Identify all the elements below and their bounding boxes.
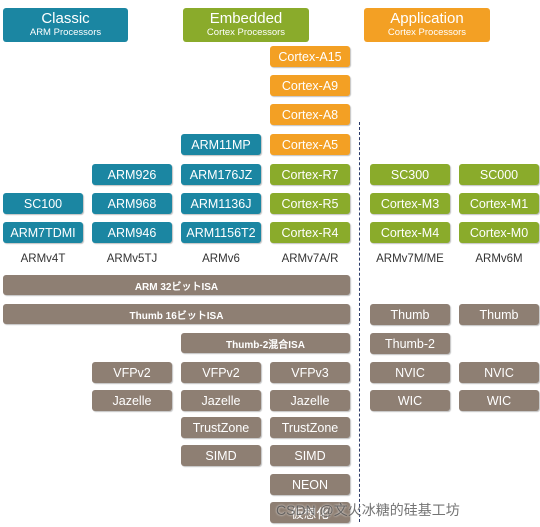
core-cortex-m4: Cortex-M4	[370, 222, 450, 243]
core-arm176jz: ARM176JZ	[181, 164, 261, 185]
arch-label-armv6m: ARMv6M	[475, 253, 523, 265]
core-arm7tdmi: ARM7TDMI	[3, 222, 83, 243]
arch-label-armv7ar: ARMv7A/R	[281, 253, 339, 265]
ext-jazelle-v6: Jazelle	[181, 390, 261, 411]
feature-thumb2-v7m: Thumb-2	[370, 333, 450, 354]
feature-wic-v7m: WIC	[370, 390, 450, 411]
ext-vfpv3-v7a: VFPv3	[270, 362, 350, 383]
isa-bar-thumb16: Thumb 16ビットISA	[3, 304, 350, 324]
watermark: CSDN @文火冰糖的硅基工坊	[276, 502, 460, 518]
application-header: Application Cortex Processors	[364, 8, 490, 42]
classic-header-subtitle: ARM Processors	[29, 27, 102, 38]
ext-simd-v6: SIMD	[181, 445, 261, 466]
ext-vfpv2-v5tj: VFPv2	[92, 362, 172, 383]
classic-header-title: Classic	[41, 10, 90, 27]
core-sc300: SC300	[370, 164, 450, 185]
feature-nvic-v6m: NVIC	[459, 362, 539, 383]
core-arm1136j: ARM1136J	[181, 193, 261, 214]
feature-wic-v6m: WIC	[459, 390, 539, 411]
isa-bar-thumb2-mixed: Thumb-2混合ISA	[181, 333, 350, 353]
dashed-separator	[359, 122, 360, 522]
core-arm946: ARM946	[92, 222, 172, 243]
embedded-header: Embedded Cortex Processors	[183, 8, 309, 42]
feature-thumb-v6m: Thumb	[459, 304, 539, 325]
core-arm968: ARM968	[92, 193, 172, 214]
arch-label-armv6: ARMv6	[202, 253, 240, 265]
ext-vfpv2-v6: VFPv2	[181, 362, 261, 383]
core-cortex-a15: Cortex-A15	[270, 46, 350, 67]
ext-jazelle-v5tj: Jazelle	[92, 390, 172, 411]
application-header-title: Application	[390, 10, 464, 27]
arch-label-armv7m: ARMv7M/ME	[376, 253, 444, 265]
embedded-header-subtitle: Cortex Processors	[206, 27, 286, 38]
core-cortex-a5: Cortex-A5	[270, 134, 350, 155]
ext-trustzone-v6: TrustZone	[181, 417, 261, 438]
core-cortex-a8: Cortex-A8	[270, 104, 350, 125]
core-cortex-m0: Cortex-M0	[459, 222, 539, 243]
ext-virtualization-v7a: 仮想化	[270, 502, 350, 523]
core-cortex-r4: Cortex-R4	[270, 222, 350, 243]
core-arm11mp: ARM11MP	[181, 134, 261, 155]
core-cortex-m3: Cortex-M3	[370, 193, 450, 214]
core-arm926: ARM926	[92, 164, 172, 185]
core-cortex-r7: Cortex-R7	[270, 164, 350, 185]
core-cortex-r5: Cortex-R5	[270, 193, 350, 214]
application-header-subtitle: Cortex Processors	[387, 27, 467, 38]
ext-neon-v7a: NEON	[270, 474, 350, 495]
embedded-header-title: Embedded	[209, 10, 283, 27]
core-sc000: SC000	[459, 164, 539, 185]
ext-simd-v7a: SIMD	[270, 445, 350, 466]
arch-label-armv4t: ARMv4T	[20, 253, 66, 265]
isa-bar-arm32: ARM 32ビットISA	[3, 275, 350, 295]
core-sc100: SC100	[3, 193, 83, 214]
core-cortex-a9: Cortex-A9	[270, 75, 350, 96]
core-cortex-m1: Cortex-M1	[459, 193, 539, 214]
feature-nvic-v7m: NVIC	[370, 362, 450, 383]
classic-header: Classic ARM Processors	[3, 8, 128, 42]
core-arm1156t2: ARM1156T2	[181, 222, 261, 243]
ext-jazelle-v7a: Jazelle	[270, 390, 350, 411]
feature-thumb-v7m: Thumb	[370, 304, 450, 325]
ext-trustzone-v7a: TrustZone	[270, 417, 350, 438]
arch-label-armv5tj: ARMv5TJ	[106, 253, 158, 265]
